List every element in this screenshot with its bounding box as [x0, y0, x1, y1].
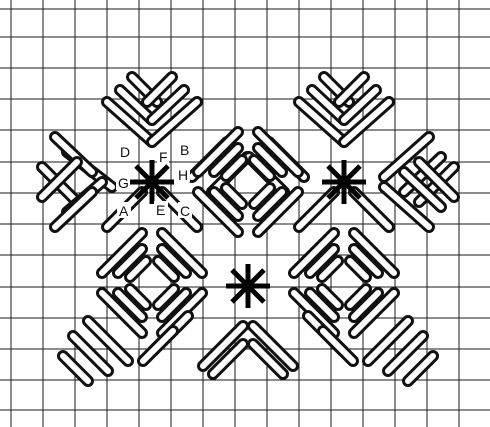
label-f: F: [159, 149, 168, 165]
label-c: C: [180, 203, 190, 219]
star-bottom-center: [226, 264, 270, 308]
label-h: H: [178, 167, 188, 183]
label-d: D: [120, 144, 130, 160]
label-b: B: [180, 142, 189, 158]
star-top-right: [322, 160, 366, 204]
label-e: E: [156, 202, 165, 218]
star-top-left: [130, 160, 174, 204]
label-a: A: [119, 203, 129, 219]
label-g: G: [118, 175, 129, 191]
